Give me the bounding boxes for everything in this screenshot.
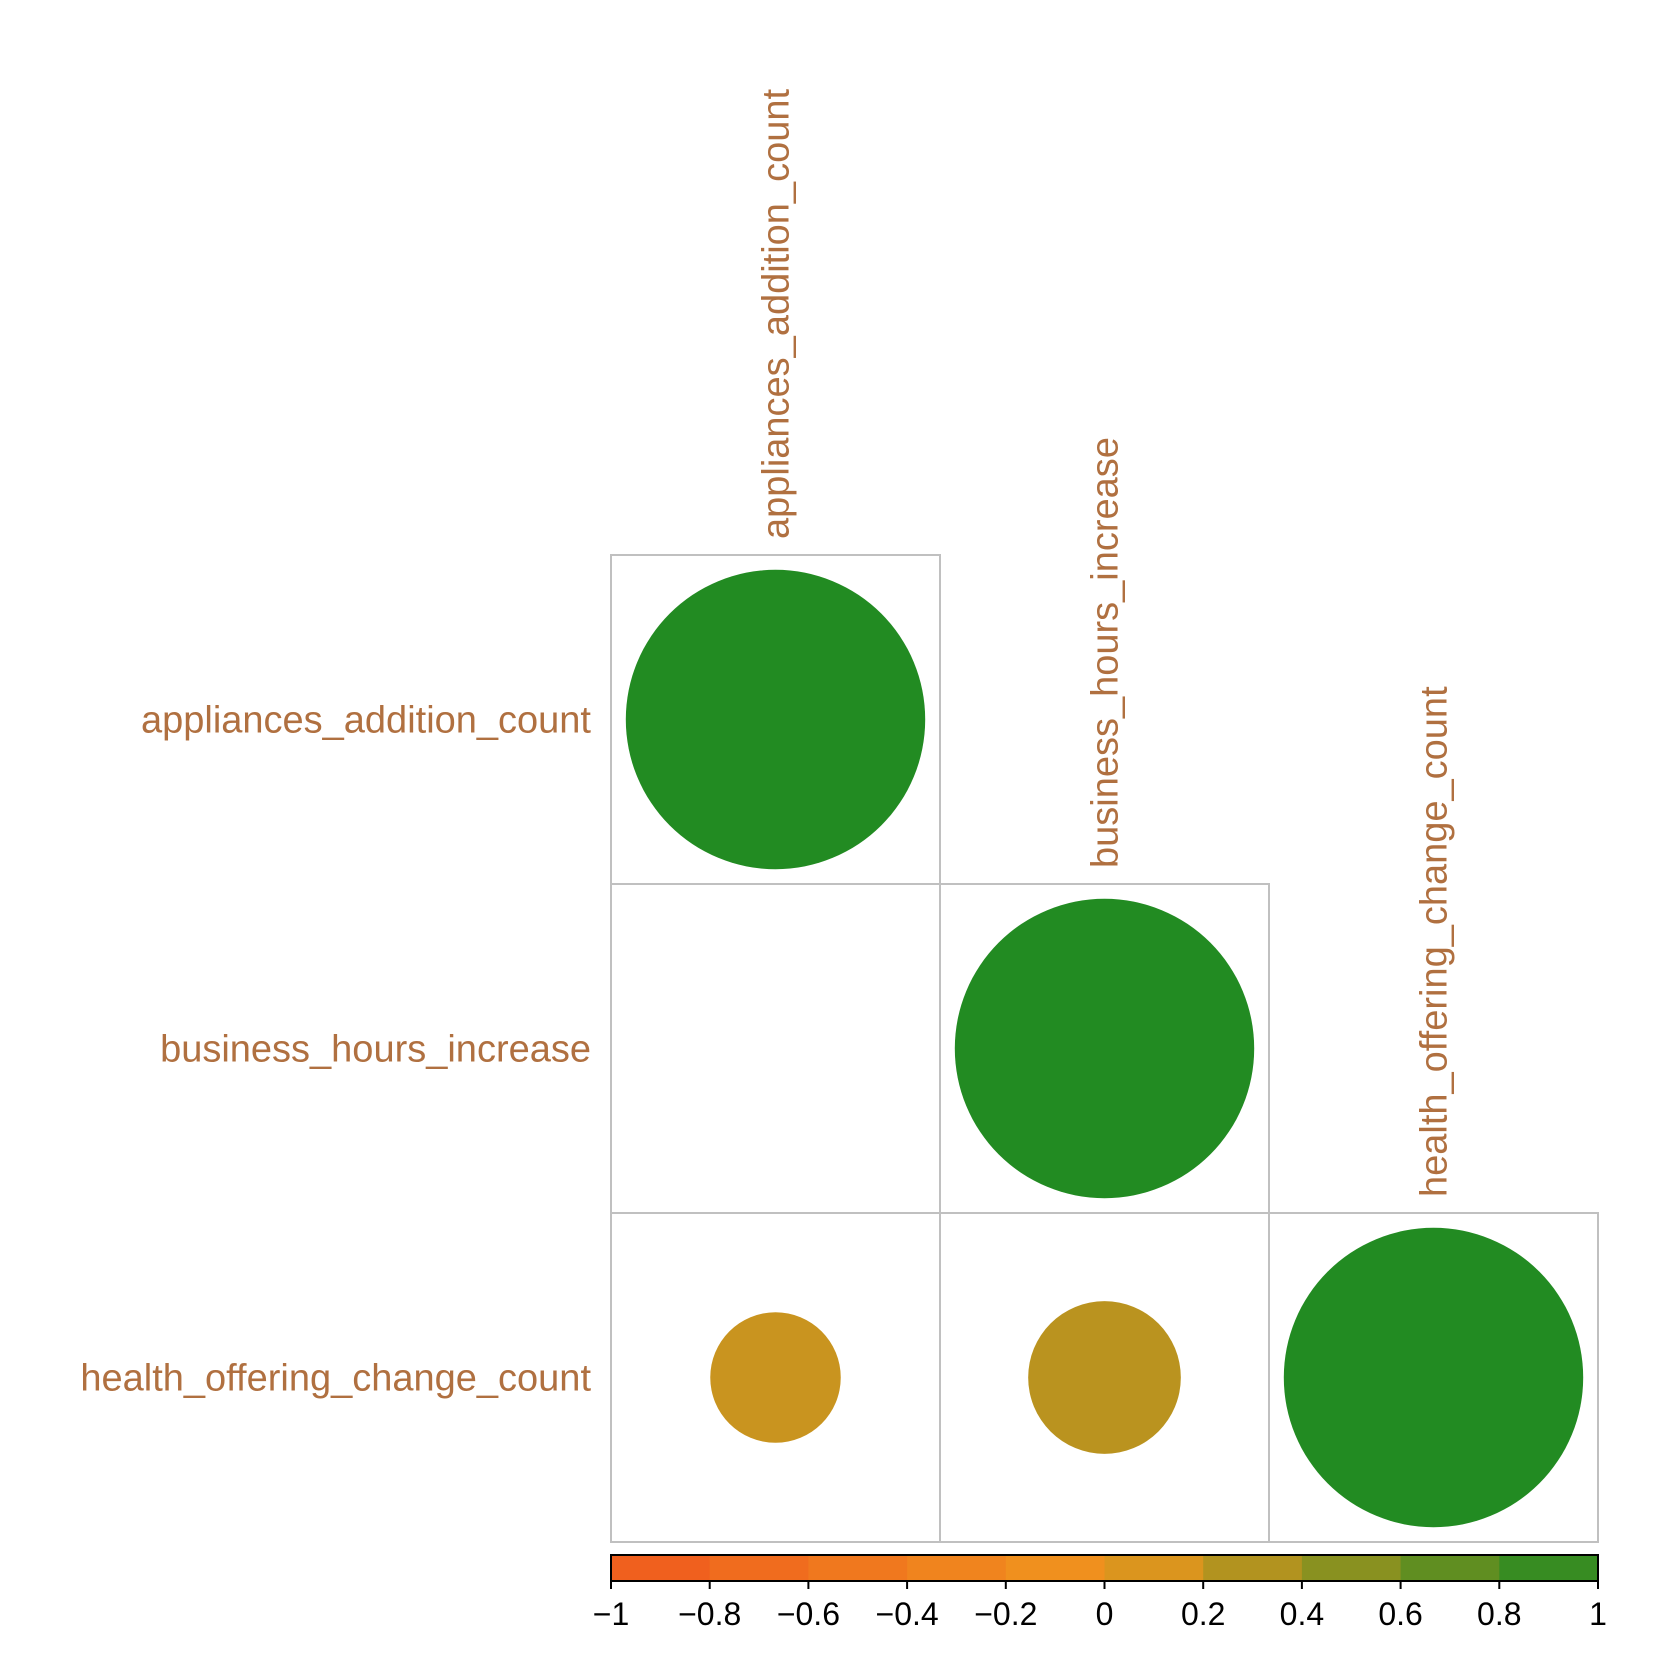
colorbar-tick-label: 1 <box>1589 1596 1607 1632</box>
corr-circle-appliances_addition_count-appliances_addition_count <box>625 569 926 870</box>
corr-circle-health_offering_change_count-health_offering_change_count <box>1283 1227 1584 1528</box>
colorbar-tick-label: 0 <box>1096 1596 1114 1632</box>
row-label-health_offering_change_count: health_offering_change_count <box>80 1358 591 1400</box>
colorbar-segment <box>611 1555 711 1581</box>
colorbar-segment <box>1301 1555 1402 1581</box>
colorbar-tick-label: 0.4 <box>1280 1596 1324 1632</box>
cells-layer <box>610 554 1599 1543</box>
colorbar-tick-label: −0.6 <box>777 1596 840 1632</box>
colorbar-segment <box>907 1555 1007 1581</box>
colorbar-segment <box>1400 1555 1500 1581</box>
column-labels: appliances_addition_count business_hours_… <box>756 89 1456 1197</box>
colorbar-segment <box>1005 1555 1105 1581</box>
colorbar-tick-label: −0.4 <box>876 1596 939 1632</box>
cell-1-0 <box>610 883 941 1214</box>
colorbar-segment <box>808 1555 908 1581</box>
row-label-business_hours_increase: business_hours_increase <box>160 1029 591 1071</box>
colorbar-segment <box>709 1555 809 1581</box>
row-labels: appliances_addition_count business_hours_… <box>80 700 591 1400</box>
colorbar-tick-label: −1 <box>593 1596 629 1632</box>
colorbar: −1 −0.8 −0.6 −0.4 −0.2 0 0.2 0.4 0.6 0.8 1 <box>593 1554 1607 1632</box>
cell-2-2 <box>1268 1212 1599 1543</box>
col-label-health_offering_change_count: health_offering_change_count <box>1414 686 1456 1197</box>
circles-layer <box>625 569 1584 1528</box>
colorbar-tick-label: 0.8 <box>1477 1596 1521 1632</box>
col-label-business_hours_increase: business_hours_increase <box>1085 437 1127 868</box>
colorbar-segment <box>1499 1555 1599 1581</box>
corr-circle-business_hours_increase-business_hours_increase <box>954 898 1255 1199</box>
colorbar-tick-label: 0.6 <box>1378 1596 1422 1632</box>
colorbar-segment <box>1203 1555 1303 1581</box>
colorbar-segment <box>1104 1555 1204 1581</box>
col-label-appliances_addition_count: appliances_addition_count <box>756 89 798 539</box>
colorbar-tick-label: −0.2 <box>974 1596 1037 1632</box>
corr-circle-health_offering_change_count-appliances_addition_count <box>710 1312 841 1443</box>
colorbar-tick-label: 0.2 <box>1181 1596 1225 1632</box>
colorbar-tick-label: −0.8 <box>678 1596 741 1632</box>
corr-circle-health_offering_change_count-business_hours_increase <box>1028 1301 1181 1454</box>
row-label-appliances_addition_count: appliances_addition_count <box>141 700 591 742</box>
